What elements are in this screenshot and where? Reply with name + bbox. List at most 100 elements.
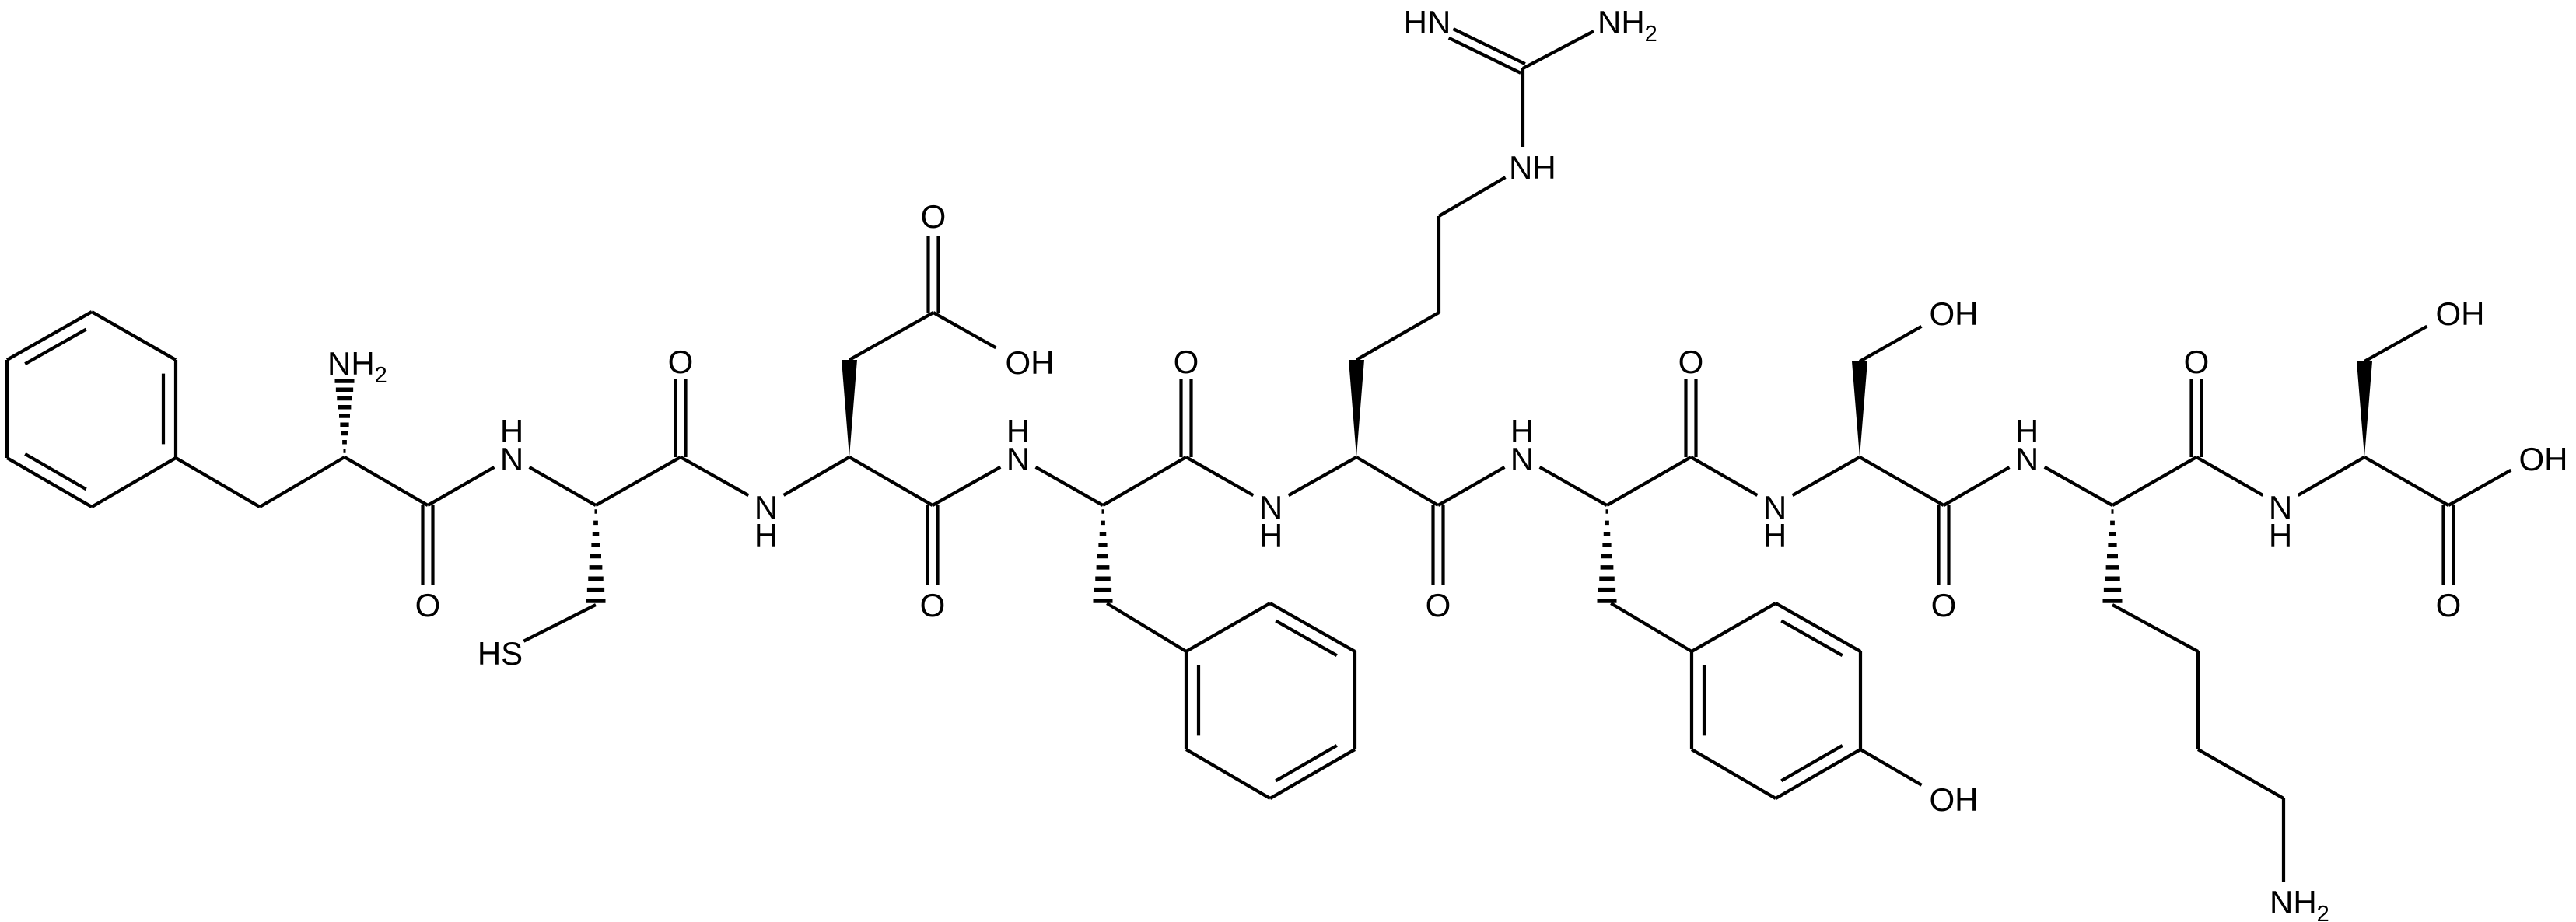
single-bond <box>2111 603 2200 653</box>
phe1-ring-inner-double <box>24 327 87 366</box>
atom-label-n3-h: H <box>1006 413 1030 449</box>
single-bond <box>848 456 934 507</box>
tyr-ring-edge <box>1774 602 1862 653</box>
single-bond <box>426 466 495 507</box>
phe2-cb-ring-link <box>1106 602 1188 653</box>
ser2-hydroxyl-bond <box>2363 324 2428 363</box>
atom-label-n7: N <box>2015 441 2039 477</box>
single-bond <box>2195 456 2264 497</box>
single-bond <box>1791 456 1861 497</box>
single-bond <box>1185 456 1255 497</box>
single-bond <box>931 465 1002 507</box>
tyr-hydroxyl-bond <box>1859 748 1923 787</box>
tyr-ring-edge <box>1774 748 1862 800</box>
atom-label-asp-carbonyl-o: O <box>921 198 947 235</box>
single-bond <box>1355 456 1440 507</box>
single-bond <box>343 456 429 507</box>
atom-label-n3: N <box>1006 441 1030 477</box>
single-bond <box>1538 466 1608 507</box>
single-bond <box>1942 466 2011 507</box>
single-bond <box>2043 465 2114 507</box>
atom-label-n2: N <box>754 489 778 526</box>
atom-label-cterm-hydroxyl: OH <box>2519 441 2568 477</box>
tyr-ring-edge <box>1690 602 1777 653</box>
atom-label-n1: N <box>500 441 523 477</box>
tyr-ring-inner-double <box>1780 744 1843 783</box>
single-bond <box>1101 456 1188 507</box>
atom-label-n2-h: H <box>754 517 778 554</box>
phe1-ring-edge <box>90 456 177 508</box>
atom-label-asp-hydroxyl: OH <box>1006 344 1055 381</box>
arg-amine-bond <box>1522 30 1594 70</box>
phe1-ring-edge <box>5 310 93 361</box>
single-bond <box>1858 456 1945 507</box>
single-bond <box>1355 311 1440 361</box>
phe2-ring-edge <box>1185 748 1272 800</box>
phe1-ring-inner-double <box>24 452 87 491</box>
phe2-ring-inner-double <box>1275 619 1338 658</box>
phe2-ring-inner-double <box>1275 744 1338 783</box>
single-bond <box>528 466 597 507</box>
single-bond <box>258 456 346 508</box>
single-bond <box>1034 466 1104 507</box>
atom-label-lys-amine: NH2 <box>2270 884 2329 922</box>
single-bond <box>1437 466 1506 507</box>
phe2-cb-hash <box>1093 509 1113 603</box>
single-bond <box>782 456 851 497</box>
atom-label-o4: O <box>1174 344 1199 380</box>
phe1-ring-edge <box>90 310 177 361</box>
atom-label-arg-amine: NH2 <box>1598 4 1657 47</box>
atom-label-ser2-hydroxyl: OH <box>2436 295 2485 332</box>
phe2-ring-edge <box>1269 748 1356 800</box>
atom-label-n4: N <box>1259 489 1283 526</box>
single-bond <box>2363 456 2450 507</box>
phe2-ring-edge <box>1185 602 1272 653</box>
atom-label-arg-ne: NH <box>1509 149 1556 186</box>
ser2-cb-wedge <box>2357 361 2372 457</box>
bonds-layer <box>5 27 2512 882</box>
single-bond <box>2297 456 2366 497</box>
cterm-hydroxyl-bond <box>2447 468 2512 507</box>
atom-label-o5: O <box>1426 587 1451 623</box>
atom-label-o6: O <box>1678 344 1704 380</box>
tyr-ring-edge <box>1690 748 1777 800</box>
atom-label-n8-h: H <box>2269 517 2292 554</box>
ser1-cb-wedge <box>1852 361 1867 457</box>
atom-label-n6: N <box>1763 489 1787 526</box>
atom-label-phe1-amine: NH2 <box>327 345 387 388</box>
atom-label-cterm-o: O <box>2436 587 2462 623</box>
tyr-cb-hash <box>1597 509 1617 603</box>
single-bond <box>2196 748 2285 800</box>
arg-imine-double <box>1447 36 1522 75</box>
atom-label-n5: N <box>1510 441 1534 477</box>
atom-label-n1-h: H <box>500 413 523 449</box>
atom-label-arg-imine: HN <box>1404 4 1451 40</box>
single-bond <box>594 456 682 507</box>
atom-label-o7: O <box>1931 587 1957 623</box>
single-bond <box>848 311 935 361</box>
tyr-ring-inner-double <box>1780 619 1843 658</box>
atom-label-o2: O <box>668 344 694 380</box>
atom-label-o1: O <box>415 587 441 623</box>
phe1-ca-cb-link <box>174 456 261 508</box>
single-bond <box>1689 456 1759 497</box>
arg-imine-double <box>1452 27 1526 66</box>
asp-carboxyl-oh <box>932 311 997 350</box>
single-bond <box>1605 456 1692 507</box>
phe2-ring-edge <box>1269 602 1356 653</box>
atom-label-n8: N <box>2269 489 2292 526</box>
lys-cb-hash <box>2102 509 2123 603</box>
cys-thiol-bond <box>523 603 597 643</box>
atom-label-n6-h: H <box>1763 517 1787 554</box>
phe1-ring-edge <box>5 456 93 508</box>
single-bond <box>1437 176 1507 218</box>
atom-label-n4-h: H <box>1259 517 1283 554</box>
atom-label-tyr-hydroxyl: OH <box>1930 781 1979 818</box>
atom-labels-layer: NH2 N H N H N H N H N H N H N H N H O O … <box>327 4 2568 922</box>
cys-cb-hash <box>586 509 606 603</box>
single-bond <box>679 456 750 498</box>
tyr-cb-ring-link <box>1610 602 1693 653</box>
ser1-hydroxyl-bond <box>1858 324 1923 363</box>
asp-cb-wedge <box>842 360 857 457</box>
atom-label-o8: O <box>2184 344 2210 380</box>
